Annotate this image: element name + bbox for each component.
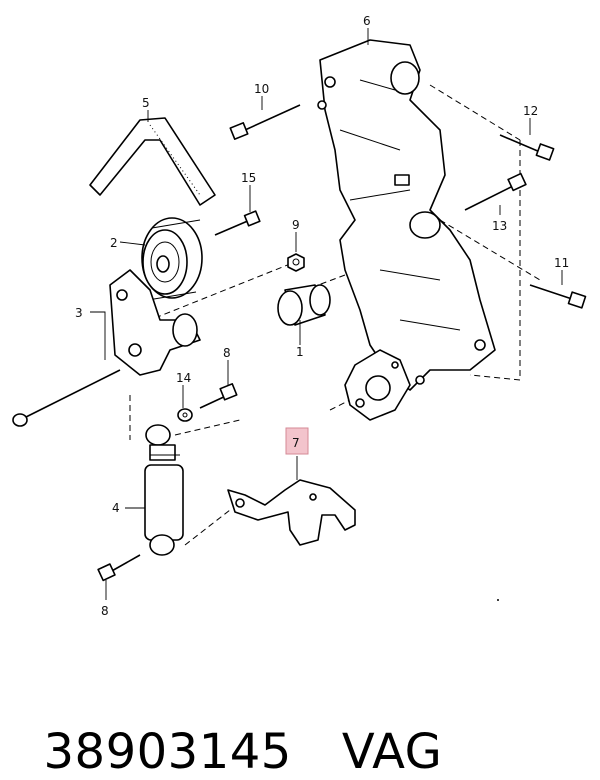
bracket-part-7 (227, 479, 356, 546)
callout-5: 5 (142, 96, 150, 110)
callout-7-highlight (285, 427, 309, 455)
callout-7: 7 (292, 436, 300, 450)
tensioner-arm-part-3 (109, 269, 201, 376)
bushing-part-1 (277, 284, 331, 326)
idler-pulley-part-2 (141, 217, 203, 301)
callout-14: 14 (176, 371, 191, 385)
callout-8-lower: 8 (101, 604, 109, 618)
callout-10: 10 (254, 82, 269, 96)
bolt-part-12 (499, 134, 555, 161)
bolt-part-10 (229, 104, 301, 140)
bolt-part-8-lower (97, 554, 141, 582)
callout-11: 11 (554, 256, 569, 270)
bolt-part-3 (12, 369, 121, 427)
callout-1: 1 (296, 345, 304, 359)
main-bracket-part-6 (317, 39, 496, 391)
callout-labels: 1 2 3 4 5 6 7 8 8 9 10 11 12 13 14 15 (75, 14, 569, 618)
callout-3: 3 (75, 306, 83, 320)
leader-lines (90, 28, 563, 600)
callout-8-upper: 8 (223, 346, 231, 360)
belt-part-5 (89, 117, 216, 206)
callout-12: 12 (523, 104, 538, 118)
bolt-part-11 (529, 284, 587, 309)
callout-9: 9 (292, 218, 300, 232)
nut-part-9 (287, 253, 305, 272)
bolt-part-8-upper (199, 383, 238, 409)
callout-13: 13 (492, 219, 507, 233)
damper-part-4 (144, 424, 184, 556)
exploded-parts-diagram: 1 2 3 4 5 6 7 8 8 9 10 11 12 13 14 15 (12, 14, 587, 618)
callout-15: 15 (241, 171, 256, 185)
bracket-flange (344, 349, 411, 421)
callout-2: 2 (110, 236, 118, 250)
stray-dot (497, 599, 499, 601)
part-footer: 38903145 VAG (12, 668, 592, 780)
brand-name: VAG (341, 724, 443, 780)
washer-part-14 (177, 408, 193, 422)
callout-6: 6 (363, 14, 371, 28)
part-number: 38903145 (43, 724, 292, 780)
bolt-part-13 (464, 172, 527, 211)
bolt-part-15 (214, 210, 261, 236)
callout-4: 4 (112, 501, 120, 515)
